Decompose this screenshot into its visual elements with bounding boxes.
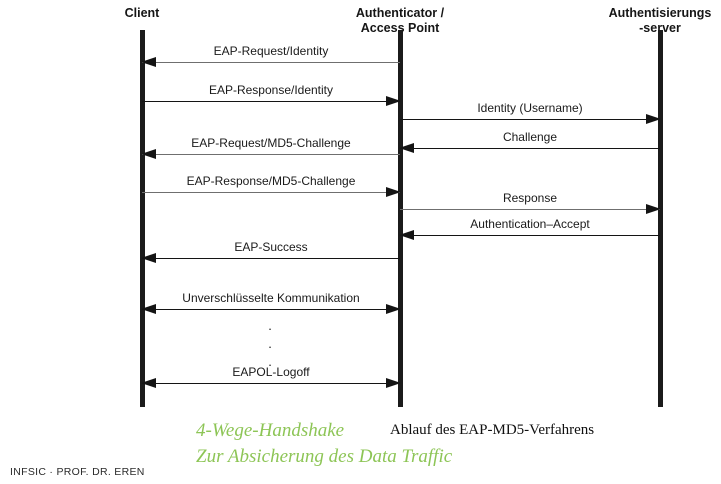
continuation-dot: · [267,339,273,354]
message-line [142,101,400,102]
message-line [400,209,660,210]
message-label: EAP-Success [234,240,308,254]
arrowhead-left-icon [141,57,156,67]
arrowhead-left-icon [399,143,414,153]
message-line [142,154,400,155]
message-line [142,383,400,384]
caption-green-line-1: 4-Wege-Handshake [196,420,345,441]
message-line [400,148,660,149]
arrowhead-left-icon [141,253,156,263]
arrowhead-right-icon [386,378,401,388]
footer-credit: INFSIC · PROF. DR. EREN [10,466,145,478]
message-line [142,309,400,310]
participant-header-auth-server: Authentisierungs -server [608,6,712,35]
continuation-dots: · · · [255,320,285,374]
message-label: EAP-Response/MD5-Challenge [186,174,356,188]
message-line [400,119,660,120]
message-label: EAPOL-Logoff [232,365,310,379]
lifeline-auth-server [658,30,663,407]
arrowhead-right-icon [386,96,401,106]
message-line [142,258,400,259]
participant-header-client: Client [124,6,160,20]
arrowhead-right-icon [386,187,401,197]
message-label: EAP-Request/Identity [213,44,329,58]
continuation-dot: · [267,357,273,372]
arrowhead-right-icon [386,304,401,314]
caption-black: Ablauf des EAP-MD5-Verfahrens [390,422,595,438]
participant-header-authenticator: Authenticator / Access Point [355,6,445,35]
message-label: Challenge [502,130,558,144]
continuation-dot: · [267,321,273,336]
lifeline-client [140,30,145,407]
arrowhead-left-icon [141,304,156,314]
arrowhead-right-icon [646,114,661,124]
message-label: EAP-Request/MD5-Challenge [191,136,351,150]
lifeline-authenticator [398,30,403,407]
message-line [142,192,400,193]
arrowhead-left-icon [399,230,414,240]
message-label: Response [502,191,558,205]
message-label: Authentication–Accept [470,217,590,231]
message-label: EAP-Response/Identity [208,83,334,97]
message-line [400,235,660,236]
arrowhead-right-icon [646,204,661,214]
caption-green-line-2: Zur Absicherung des Data Traffic [196,446,453,467]
message-line [142,62,400,63]
message-label: Identity (Username) [477,101,583,115]
arrowhead-left-icon [141,149,156,159]
arrowhead-left-icon [141,378,156,388]
message-label: Unverschlüsselte Kommunikation [182,291,360,305]
